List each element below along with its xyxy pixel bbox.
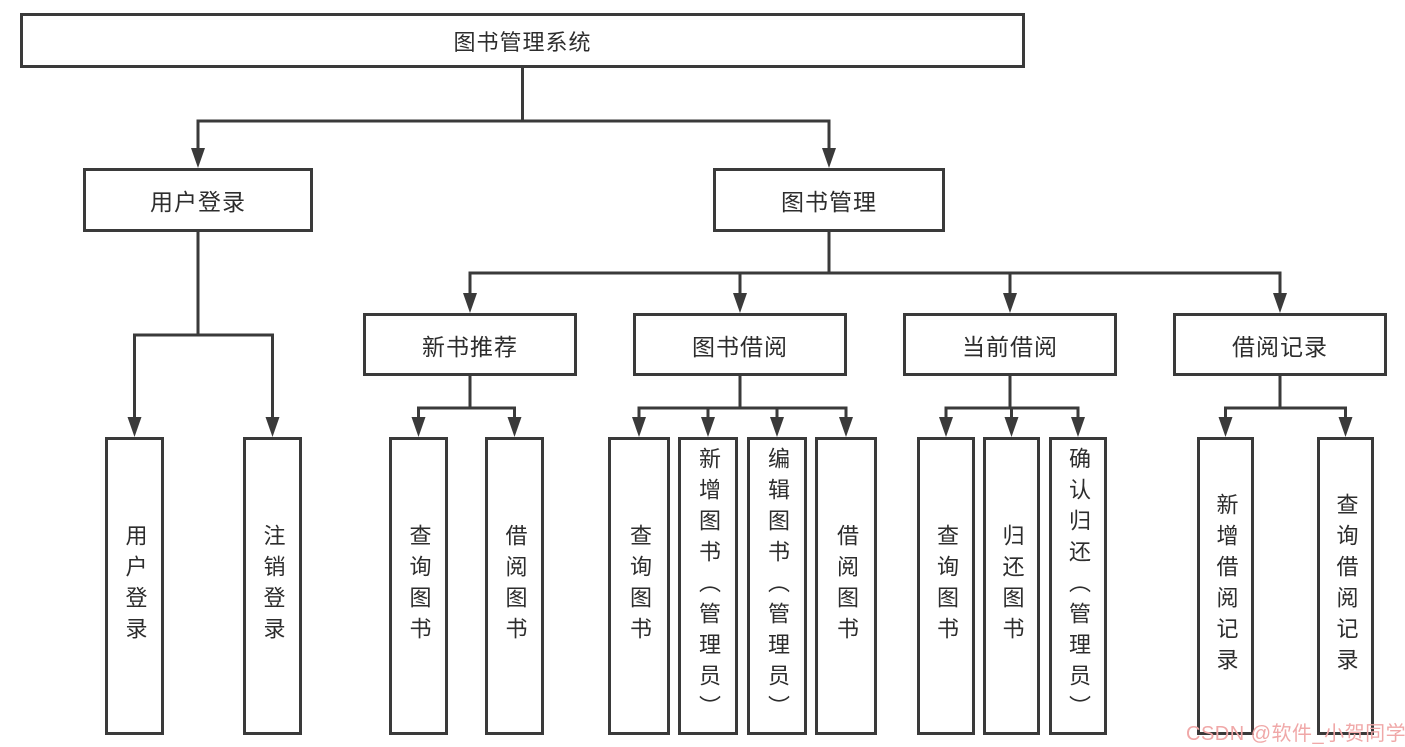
leaf-current-return-books: 归还图书 [983, 437, 1040, 735]
leaf-current-confirm-return-admin: 确认归还（管理员） [1049, 437, 1107, 735]
leaf-records-query-record: 查询借阅记录 [1317, 437, 1374, 735]
leaf-borrow-borrow-books: 借阅图书 [815, 437, 877, 735]
node-root-label: 图书管理系统 [453, 29, 592, 55]
connector-management-to-level3 [463, 232, 1287, 313]
leaf-logout: 注销登录 [243, 437, 302, 735]
leaf-records-query-record-label: 查询借阅记录 [1333, 493, 1359, 679]
node-borrow-records-label: 借阅记录 [1232, 333, 1328, 360]
leaf-borrow-query-books-label: 查询图书 [627, 524, 652, 648]
leaf-borrow-edit-books-admin: 编辑图书（管理员） [747, 437, 807, 735]
leaf-borrow-add-books-admin: 新增图书（管理员） [678, 437, 738, 735]
node-book-management: 图书管理 [713, 168, 945, 232]
leaf-current-query-books-label: 查询图书 [934, 524, 959, 648]
leaf-recommend-borrow-books-label: 借阅图书 [502, 524, 528, 648]
connector-root-to-level2 [191, 68, 836, 168]
connector-login-to-leaves [127, 232, 280, 437]
leaf-records-add-record: 新增借阅记录 [1197, 437, 1254, 735]
connector-recommend-to-leaves [411, 376, 522, 437]
leaf-borrow-borrow-books-label: 借阅图书 [834, 524, 859, 648]
node-borrow-records: 借阅记录 [1173, 313, 1387, 376]
node-new-book-recommend-label: 新书推荐 [422, 333, 518, 360]
leaf-recommend-query-books-label: 查询图书 [406, 524, 432, 648]
leaf-records-add-record-label: 新增借阅记录 [1213, 493, 1239, 679]
node-current-borrow-label: 当前借阅 [962, 333, 1058, 360]
leaf-recommend-borrow-books: 借阅图书 [485, 437, 544, 735]
node-root: 图书管理系统 [20, 13, 1025, 68]
connector-current-to-leaves [939, 376, 1085, 437]
node-book-borrow-label: 图书借阅 [692, 333, 788, 360]
node-current-borrow: 当前借阅 [903, 313, 1117, 376]
node-user-login-label: 用户登录 [150, 189, 246, 215]
node-user-login: 用户登录 [83, 168, 313, 232]
connector-borrow-to-leaves [632, 376, 853, 437]
leaf-logout-label: 注销登录 [260, 524, 286, 648]
leaf-borrow-edit-books-admin-label: 编辑图书（管理员） [765, 446, 790, 726]
csdn-watermark: CSDN @软件_小贺同学 [1186, 723, 1405, 745]
node-new-book-recommend: 新书推荐 [363, 313, 577, 376]
leaf-borrow-query-books: 查询图书 [608, 437, 670, 735]
leaf-user-login: 用户登录 [105, 437, 164, 735]
leaf-recommend-query-books: 查询图书 [389, 437, 448, 735]
leaf-borrow-add-books-admin-label: 新增图书（管理员） [696, 446, 721, 726]
node-book-borrow: 图书借阅 [633, 313, 847, 376]
connector-records-to-leaves [1218, 376, 1353, 437]
leaf-current-return-books-label: 归还图书 [999, 524, 1025, 648]
leaf-user-login-label: 用户登录 [122, 524, 148, 648]
leaf-current-query-books: 查询图书 [917, 437, 975, 735]
node-book-management-label: 图书管理 [781, 189, 877, 215]
leaf-current-confirm-return-admin-label: 确认归还（管理员） [1066, 446, 1091, 726]
